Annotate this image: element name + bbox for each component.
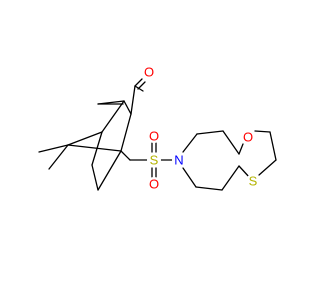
bond-c2-c1	[120, 113, 132, 152]
bond-ketone-double-a	[134, 78, 143, 87]
atom-sulfonyl-oxygen-bottom: O	[149, 177, 159, 192]
bond-c4-c3	[101, 100, 125, 133]
bond-c5-c6	[91, 164, 99, 191]
bond-ch2-ch2	[269, 131, 277, 161]
bond-ch2-s	[258, 159, 277, 176]
bond-methyl-left	[38, 144, 69, 153]
bond-ketone-c-1	[130, 85, 136, 115]
bond-lower-c-c	[195, 186, 223, 191]
bond-lower-c-spiro	[221, 165, 240, 191]
molecule-diagram: O S O O N O S	[38, 65, 277, 192]
bond-c7-c4	[67, 131, 103, 146]
bond-n-c-upper	[182, 133, 198, 153]
bond-c4-c5	[91, 131, 103, 166]
atom-spiro-sulfur: S	[249, 174, 258, 189]
bond-upper-c-spiro	[222, 130, 240, 155]
bond-c6-c1	[97, 150, 122, 191]
bond-o-ch2	[254, 130, 271, 133]
bond-c1-ch2	[120, 150, 131, 161]
bond-c3-c2	[123, 100, 132, 115]
atom-sulfonyl-oxygen-top: O	[149, 129, 159, 144]
bond-group	[38, 78, 277, 191]
atom-sulfonyl-sulfur: S	[150, 153, 159, 168]
atom-spiro-oxygen: O	[243, 130, 253, 145]
bond-methyl-right	[48, 144, 69, 170]
bond-upper-c-c	[196, 130, 224, 135]
atom-ring-nitrogen: N	[174, 153, 183, 168]
bond-ketone-double-b	[137, 81, 146, 90]
atom-label-group: O S O O N O S	[142, 65, 260, 192]
bond-n-c-lower	[182, 167, 197, 188]
molecule-structure-canvas: O S O O N O S	[38, 64, 277, 192]
bond-spiro-o	[238, 143, 244, 155]
atom-ketone-oxygen: O	[144, 65, 154, 80]
bond-c7-c1	[67, 144, 122, 152]
